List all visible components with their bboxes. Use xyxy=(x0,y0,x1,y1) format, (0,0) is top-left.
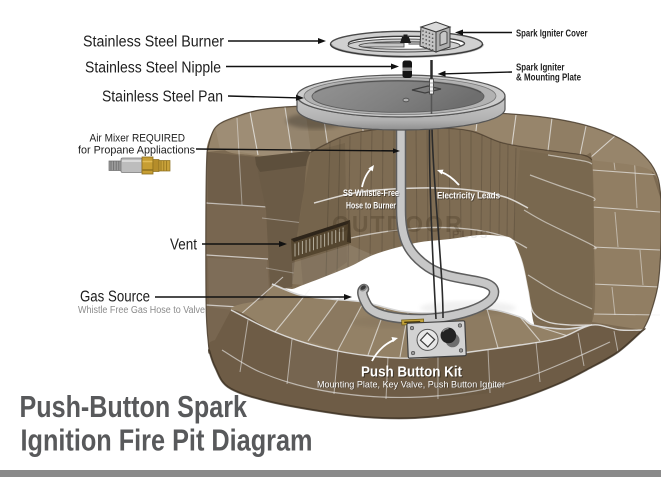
svg-text:Push Button Kit: Push Button Kit xyxy=(361,365,462,381)
svg-text:Vent: Vent xyxy=(170,237,198,254)
svg-text:Stainless Steel Nipple: Stainless Steel Nipple xyxy=(85,60,221,77)
svg-text:Mounting Plate, Key Valve, Pus: Mounting Plate, Key Valve, Push Button I… xyxy=(317,380,505,391)
svg-text:Ignition Fire Pit Diagram: Ignition Fire Pit Diagram xyxy=(21,423,313,458)
svg-text:Stainless Steel Burner: Stainless Steel Burner xyxy=(83,34,224,51)
svg-text:Whistle Free Gas Hose to Valve: Whistle Free Gas Hose to Valve xyxy=(78,305,205,316)
svg-text:Electricity Leads: Electricity Leads xyxy=(438,191,501,202)
svg-text:Electricity Leads: Electricity Leads xyxy=(437,191,500,202)
svg-text:SS Whistle-Free: SS Whistle-Free xyxy=(343,188,399,199)
svg-text:Spark Igniter Cover: Spark Igniter Cover xyxy=(516,27,588,39)
svg-text:Push Button Kit: Push Button Kit xyxy=(362,366,463,382)
svg-text:Hose to Burner: Hose to Burner xyxy=(346,201,396,212)
svg-text:Push-Button Spark: Push-Button Spark xyxy=(20,389,248,424)
svg-text:& Mounting Plate: & Mounting Plate xyxy=(516,72,581,84)
svg-text:Stainless Steel Pan: Stainless Steel Pan xyxy=(102,89,223,106)
svg-text:SS Whistle-Free: SS Whistle-Free xyxy=(344,189,400,200)
svg-text:Air Mixer REQUIRED: Air Mixer REQUIRED xyxy=(90,133,186,145)
svg-text:PLUS: PLUS xyxy=(452,229,489,241)
svg-text:Mounting Plate, Key Valve, Pus: Mounting Plate, Key Valve, Push Button I… xyxy=(318,380,506,391)
svg-text:Hose to Burner: Hose to Burner xyxy=(347,201,397,212)
svg-text:Gas Source: Gas Source xyxy=(80,289,150,306)
svg-text:for Propane Appliactions: for Propane Appliactions xyxy=(78,145,195,157)
svg-text:Spark Igniter: Spark Igniter xyxy=(516,61,565,73)
